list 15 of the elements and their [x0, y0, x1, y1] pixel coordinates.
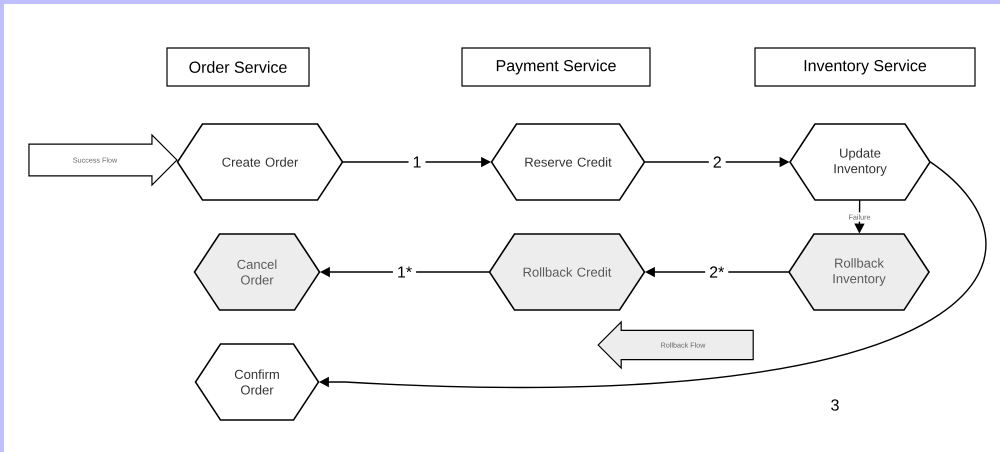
edge-label: 2: [708, 152, 726, 172]
step-hexagon: Rollback Inventory: [788, 233, 930, 311]
edge-label: 1: [408, 152, 426, 172]
step-hexagon: Update Inventory: [789, 123, 931, 201]
step-hexagon: Confirm Order: [194, 343, 320, 421]
edge-label: 1*: [392, 262, 416, 282]
service-header-box: Inventory Service: [754, 47, 976, 87]
step-hexagon: Cancel Order: [194, 233, 320, 311]
step-hexagon: Rollback Credit: [488, 233, 646, 311]
service-header-box: Payment Service: [461, 47, 651, 87]
service-header-box: Order Service: [166, 47, 310, 87]
edge-label: 3: [831, 399, 839, 411]
edge-label: 2*: [705, 262, 728, 282]
step-hexagon: Reserve Credit: [490, 123, 646, 201]
step-hexagon: Create Order: [176, 123, 344, 201]
